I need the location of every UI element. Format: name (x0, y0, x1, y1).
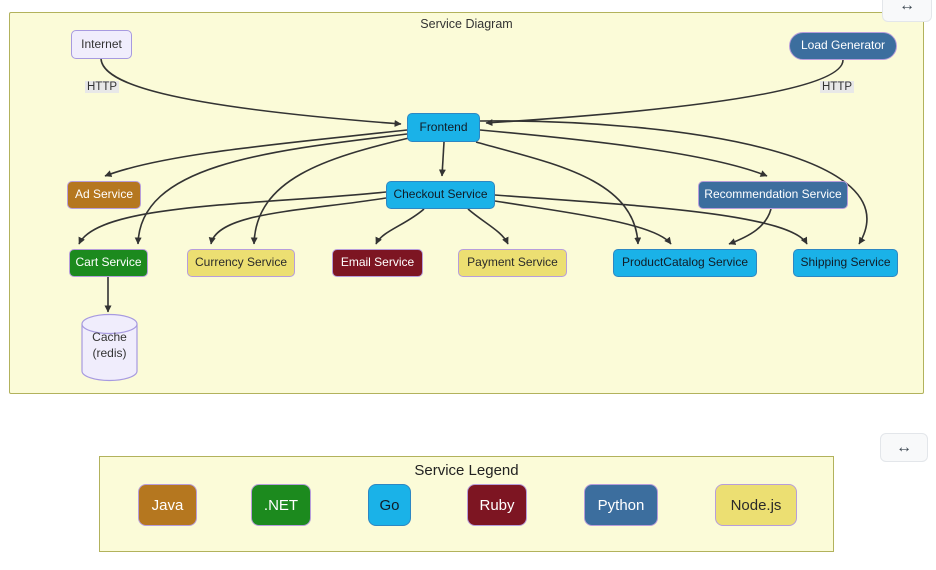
expand-legend-button[interactable]: ↔ (880, 433, 928, 462)
edge-checkout-email (375, 208, 425, 245)
edge-frontend-ad (104, 129, 408, 177)
node-ad-service: Ad Service (67, 181, 141, 209)
edge-checkout-productcatalog (494, 200, 672, 245)
edge-frontend-currency (250, 137, 410, 245)
edge-frontend-recommendation (479, 129, 768, 177)
database-cylinder-icon (81, 313, 138, 382)
edge-checkout-cart (78, 191, 387, 245)
node-shipping-service: Shipping Service (793, 249, 898, 277)
legend-item-dotnet: .NET (251, 484, 311, 526)
node-load-generator: Load Generator (789, 32, 897, 60)
node-currency-service: Currency Service (187, 249, 295, 277)
legend-item-go: Go (368, 484, 411, 526)
node-recommendation-service: Recommendation Service (698, 181, 848, 209)
cache-label: Cache (redis) (92, 330, 127, 361)
node-internet: Internet (71, 30, 132, 59)
expand-diagram-button[interactable]: ↔ (882, 0, 932, 22)
edge-recommendation-productcatalog (728, 208, 772, 245)
edge-label-http-internet: HTTP (84, 81, 120, 93)
legend-title: Service Legend (414, 462, 519, 479)
node-cart-service: Cart Service (69, 249, 148, 277)
node-payment-service: Payment Service (458, 249, 567, 277)
edge-checkout-shipping (494, 194, 808, 245)
diagram-title: Service Diagram (420, 17, 513, 31)
edge-label-http-loadgen: HTTP (819, 81, 855, 93)
node-frontend: Frontend (407, 113, 480, 142)
edge-loadgenerator-frontend (485, 59, 844, 127)
service-legend-panel: Service Legend Java .NET Go Ruby Python … (99, 456, 834, 552)
legend-item-python: Python (584, 484, 658, 526)
edge-checkout-payment (467, 208, 509, 245)
edge-internet-frontend (100, 58, 402, 127)
node-cache-redis: Cache (redis) (81, 313, 138, 383)
diagram-edges (78, 58, 868, 313)
edge-frontend-productcatalog (475, 141, 642, 245)
node-email-service: Email Service (332, 249, 423, 277)
node-productcatalog-service: ProductCatalog Service (613, 249, 757, 277)
resize-horizontal-icon: ↔ (899, 0, 915, 14)
legend-item-java: Java (138, 484, 197, 526)
edge-checkout-currency (208, 197, 387, 245)
resize-horizontal-icon: ↔ (896, 438, 912, 456)
node-checkout-service: Checkout Service (386, 181, 495, 209)
edge-frontend-checkout (438, 141, 446, 177)
service-diagram-panel: Service Diagram Internet Load Generator … (9, 12, 924, 394)
legend-item-ruby: Ruby (467, 484, 527, 526)
edge-frontend-cart (134, 133, 408, 245)
legend-item-nodejs: Node.js (715, 484, 797, 526)
edge-frontend-shipping (479, 120, 868, 245)
